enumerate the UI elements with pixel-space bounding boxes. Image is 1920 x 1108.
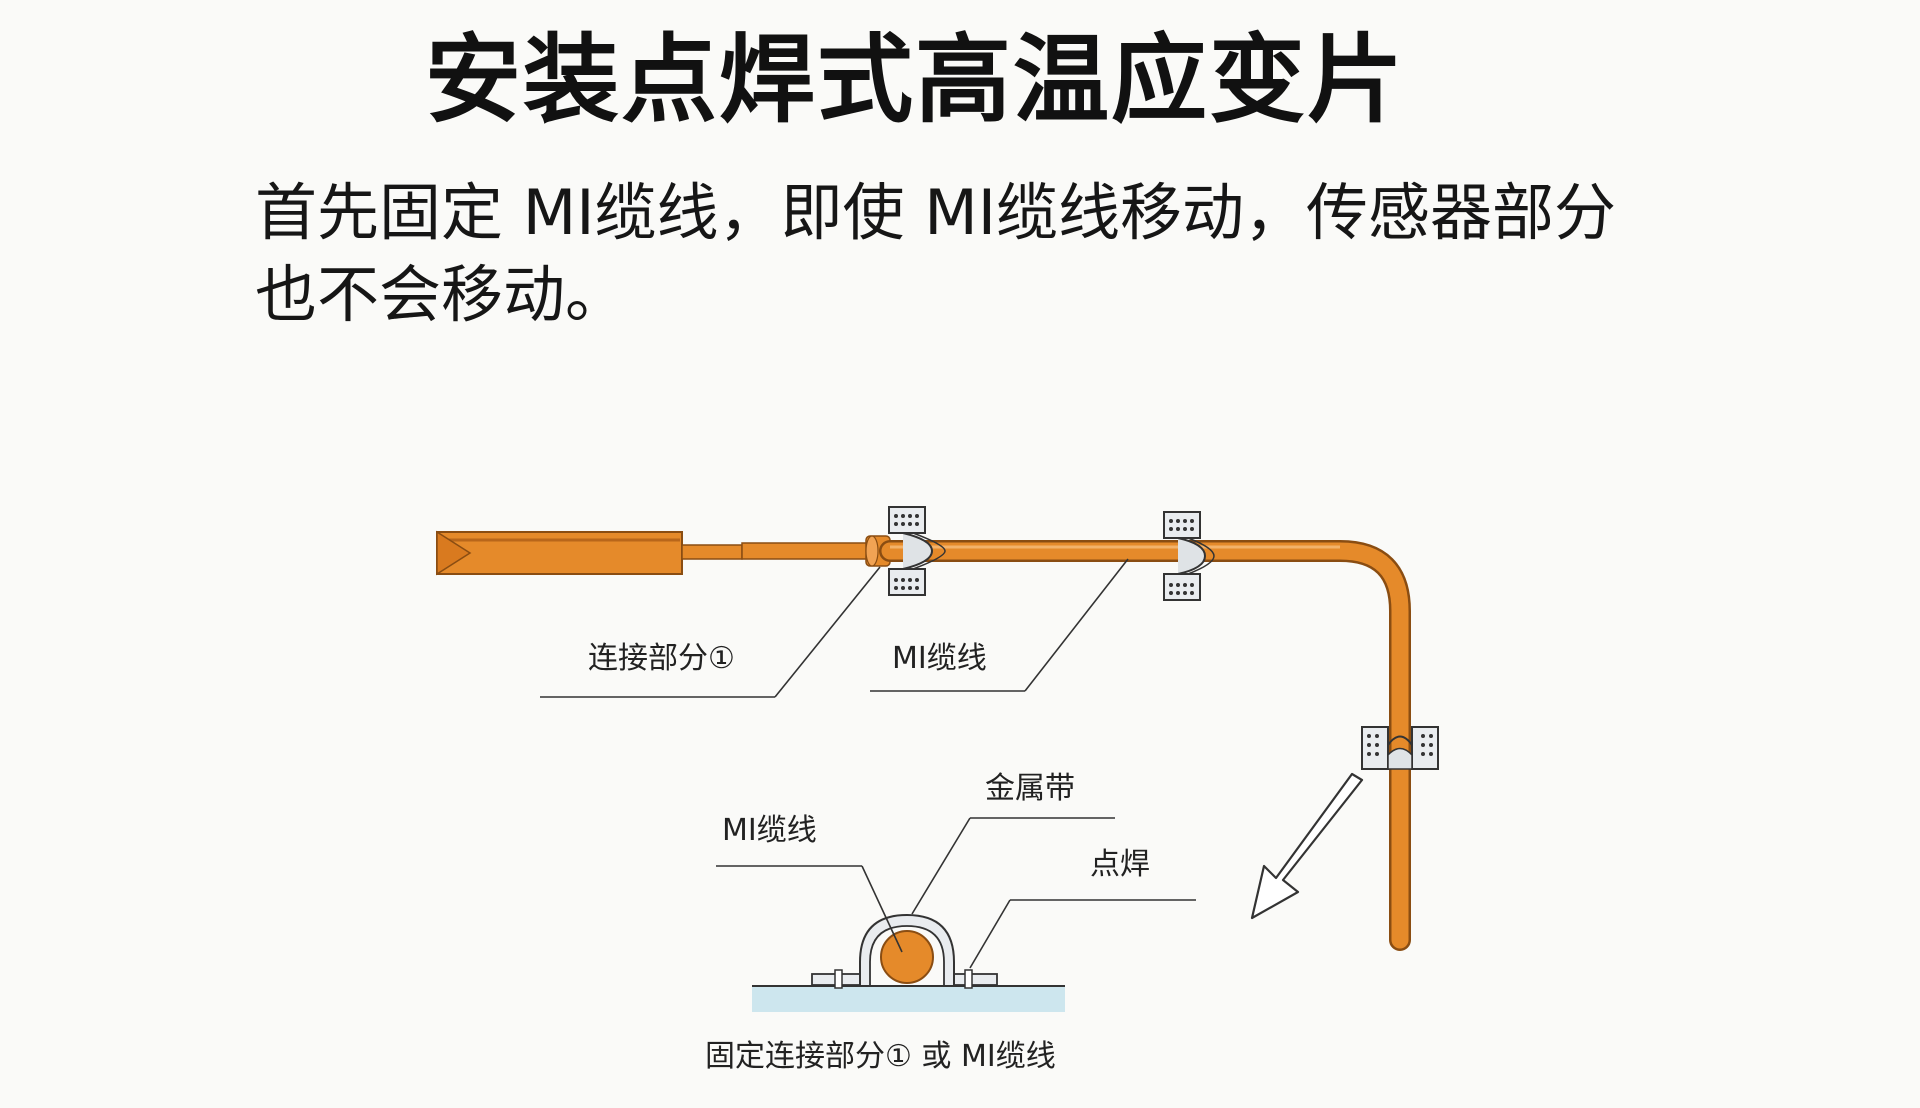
leader-connection-part [540, 566, 881, 698]
description: 首先固定 MI缆线，即使 MI缆线移动，传感器部分 也不会移动。 [255, 172, 1616, 336]
label-metal-band: 金属带 [985, 771, 1075, 806]
metal-band-clamp-2 [1163, 511, 1215, 601]
leader-mi-cable-detail [716, 865, 903, 953]
leader-mi-cable-top [870, 558, 1129, 692]
leader-metal-band [911, 817, 1115, 915]
leader-spot-weld [969, 899, 1196, 969]
detail-caption: 固定连接部分① 或 MI缆线 [705, 1039, 1056, 1074]
description-line-2: 也不会移动。 [255, 258, 628, 331]
description-line-1: 首先固定 MI缆线，即使 MI缆线移动，传感器部分 [255, 176, 1616, 249]
label-connection-part: 连接部分① [588, 641, 735, 676]
label-spot-weld: 点焊 [1090, 847, 1150, 882]
label-mi-cable-detail: MI缆线 [722, 813, 817, 848]
page-title: 安装点焊式高温应变片 [425, 24, 1405, 136]
detail-arrow [1250, 772, 1364, 920]
cross-section-detail [752, 913, 1065, 1012]
strain-gauge-sensor [436, 530, 683, 576]
label-mi-cable-top: MI缆线 [892, 641, 987, 676]
metal-band-clamp-1 [888, 506, 946, 596]
metal-band-clamp-3 [1361, 726, 1439, 770]
mi-cable [879, 540, 1411, 951]
sensor-lead [681, 542, 873, 560]
